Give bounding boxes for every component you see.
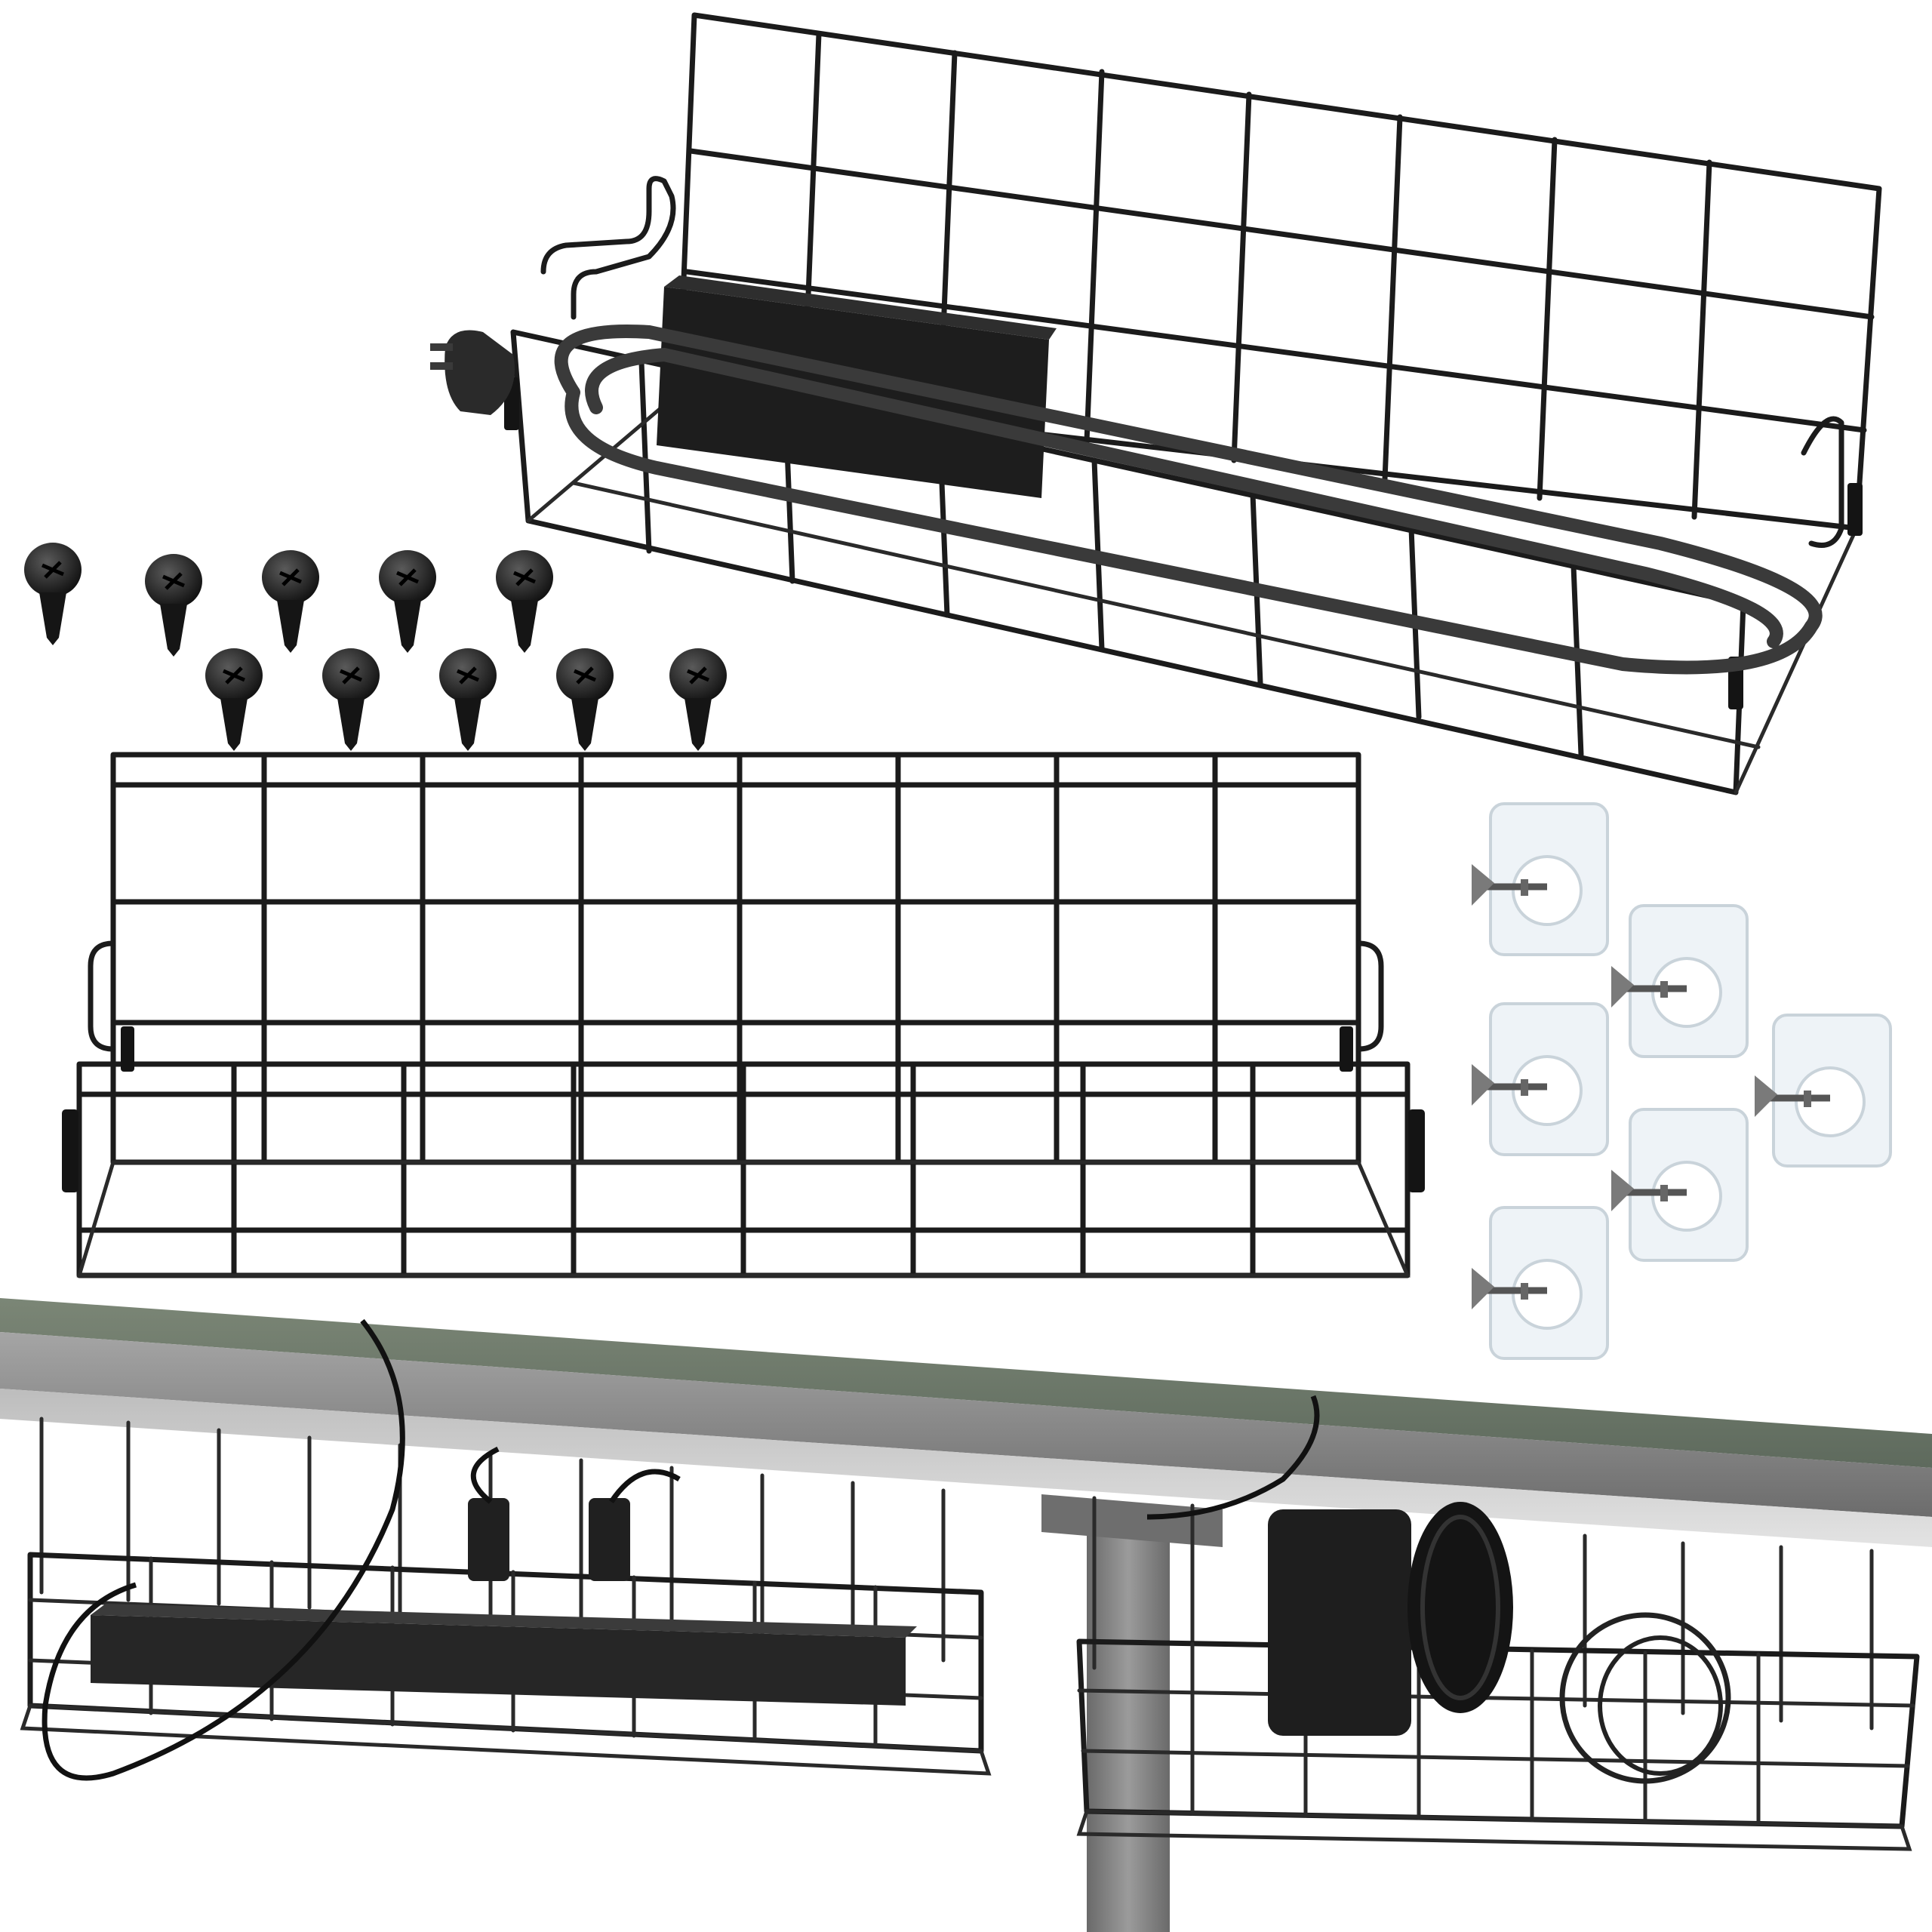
screw-icon	[205, 648, 263, 751]
cable-reel	[1407, 1502, 1513, 1713]
screw-icon	[439, 648, 497, 751]
adhesive-hook-icon	[1472, 1206, 1609, 1360]
adhesive-hook-icon	[1611, 1108, 1749, 1262]
adhesive-hook-icon	[1611, 904, 1749, 1058]
screw-icon	[322, 648, 380, 751]
basket-front-view	[62, 752, 1425, 1278]
screw-icon	[669, 648, 727, 751]
desk-leg	[1087, 1502, 1170, 1932]
plug	[430, 330, 515, 415]
screw-icon	[262, 550, 319, 653]
basket-under-desk-right	[1076, 1395, 1920, 1851]
screw-icon	[145, 554, 202, 657]
screw-icon	[24, 543, 82, 645]
basket-under-desk-left	[20, 1318, 992, 1781]
power-adapter	[1268, 1509, 1411, 1736]
adhesive-hook-icon	[1755, 1014, 1892, 1168]
screw-icon	[379, 550, 436, 653]
screw-icon	[556, 648, 614, 751]
basket-top-angled	[430, 12, 1882, 795]
adhesive-hook-icon	[1472, 802, 1609, 956]
power-adapter	[657, 275, 1057, 498]
adhesive-hook-icon	[1472, 1002, 1609, 1156]
power-strip	[91, 1604, 917, 1706]
adhesive-hooks	[1472, 802, 1892, 1360]
coiled-cables	[554, 325, 1823, 675]
mounting-screws	[24, 543, 727, 751]
screw-icon	[496, 550, 553, 653]
